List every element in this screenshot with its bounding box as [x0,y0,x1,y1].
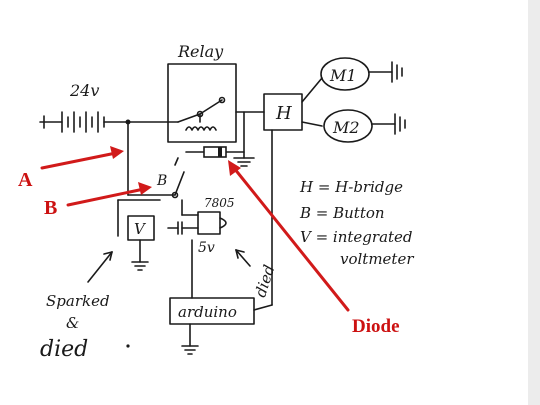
h-bridge-label: H [275,103,292,124]
ink-dot [126,344,130,348]
relay-box [167,63,237,143]
relay-label: Relay [177,42,224,61]
button-contact [171,191,179,199]
regulator-output-label: 5v [198,240,215,256]
ground-symbol-relay [233,157,255,167]
annotation-label-a: A [18,169,33,191]
ground-symbol-arduino [181,345,199,355]
ground-symbol-m1 [368,61,403,83]
died-arrow-right [235,249,251,267]
h-bridge-box [263,93,303,131]
button-switch [174,171,185,196]
ground-symbol-m2 [371,113,406,135]
regulator-box [197,211,221,235]
died-arrow-left [87,251,113,283]
sparked-note-line2: & [66,314,79,332]
sparked-note-line3: died [40,337,88,362]
motor-1 [320,57,370,91]
annotation-arrow-b [66,182,152,207]
legend-line-4: voltmeter [340,250,414,268]
voltmeter-box [127,215,155,241]
sparked-note-line1: Sparked [46,292,110,310]
relay-switch-symbol [177,96,226,123]
legend-line-3: V = integrated [300,228,413,246]
motor-2-label: M2 [332,118,360,137]
regulator-label: 7805 [204,196,235,210]
battery-label: 24v [69,81,99,100]
motor-2 [323,109,373,143]
annotation-label-diode: Diode [352,316,400,337]
ground-symbol-voltmeter [131,261,149,271]
button-wire [174,157,179,166]
motor-1-label: M1 [329,66,357,85]
arduino-box [169,297,255,325]
died-note-right: died [251,263,278,300]
legend-line-2: B = Button [299,204,385,222]
diode-symbol [185,146,245,158]
annotation-arrow-a [40,146,124,170]
h-to-m1-wire [301,77,323,103]
button-b-label: B [156,173,167,189]
battery-symbol [39,111,105,133]
capacitor-symbol [167,221,199,235]
legend-line-1: H = H-bridge [299,178,403,196]
annotation-arrow-diode [228,160,350,312]
annotation-label-b: B [44,197,57,219]
voltmeter-label: V [134,220,147,238]
arduino-label: arduino [178,303,237,321]
h-to-arduino-wire-end [253,304,273,311]
regulator-tab [219,217,227,229]
paper-edge-shadow [528,0,540,405]
relay-coil-symbol [185,126,217,131]
h-to-m2-wire [301,121,323,127]
